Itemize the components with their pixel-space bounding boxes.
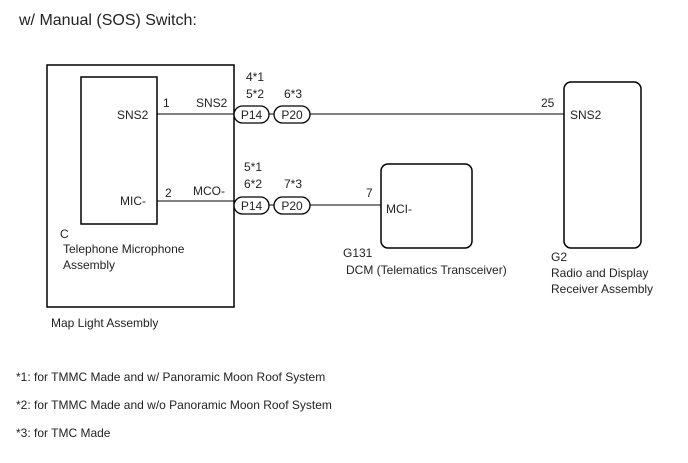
dcm-name: DCM (Telematics Transceiver) (346, 263, 507, 277)
connector-p14-upper-label: P14 (241, 108, 263, 122)
radio-pin-name: SNS2 (570, 108, 602, 122)
terminal-mco-label: MCO- (193, 184, 225, 198)
dcm-code: G131 (343, 246, 373, 260)
lower-p20-pin: 7*3 (284, 177, 302, 191)
radio-code: G2 (551, 250, 567, 264)
microphone-name-line1: Telephone Microphone (63, 242, 185, 256)
upper-p14-pin-a: 4*1 (246, 70, 264, 84)
microphone-code: C (60, 227, 69, 241)
radio-box (563, 81, 642, 249)
footnote-3: *3: for TMC Made (16, 426, 111, 440)
lower-p14-pin-b: 6*2 (244, 177, 262, 191)
lower-p14-pin-a: 5*1 (244, 160, 262, 174)
microphone-pin1-number: 1 (163, 96, 170, 110)
connector-p20-upper-label: P20 (281, 108, 303, 122)
telephone-microphone-box (80, 76, 158, 225)
radio-pin-number: 25 (541, 96, 555, 110)
map-light-assembly-label: Map Light Assembly (51, 316, 158, 330)
microphone-pin1-name: SNS2 (117, 108, 149, 122)
upper-p20-pin: 6*3 (284, 87, 302, 101)
radio-name-line1: Radio and Display (551, 266, 648, 280)
radio-name-line2: Receiver Assembly (551, 282, 653, 296)
microphone-name-line2: Assembly (63, 258, 115, 272)
map-light-assembly-box (46, 64, 235, 308)
microphone-pin2-name: MIC- (120, 194, 146, 208)
footnote-1: *1: for TMMC Made and w/ Panoramic Moon … (16, 370, 325, 384)
dcm-pin-number: 7 (366, 186, 373, 200)
diagram-title: w/ Manual (SOS) Switch: (18, 12, 197, 29)
footnote-2: *2: for TMMC Made and w/o Panoramic Moon… (16, 398, 332, 412)
connector-p20-lower-label: P20 (281, 199, 303, 213)
dcm-box (380, 163, 473, 249)
connector-p14-lower-label: P14 (241, 199, 263, 213)
terminal-sns2-label: SNS2 (196, 96, 228, 110)
upper-p14-pin-b: 5*2 (246, 87, 264, 101)
dcm-pin-name: MCI- (386, 202, 412, 216)
microphone-pin2-number: 2 (165, 186, 172, 200)
